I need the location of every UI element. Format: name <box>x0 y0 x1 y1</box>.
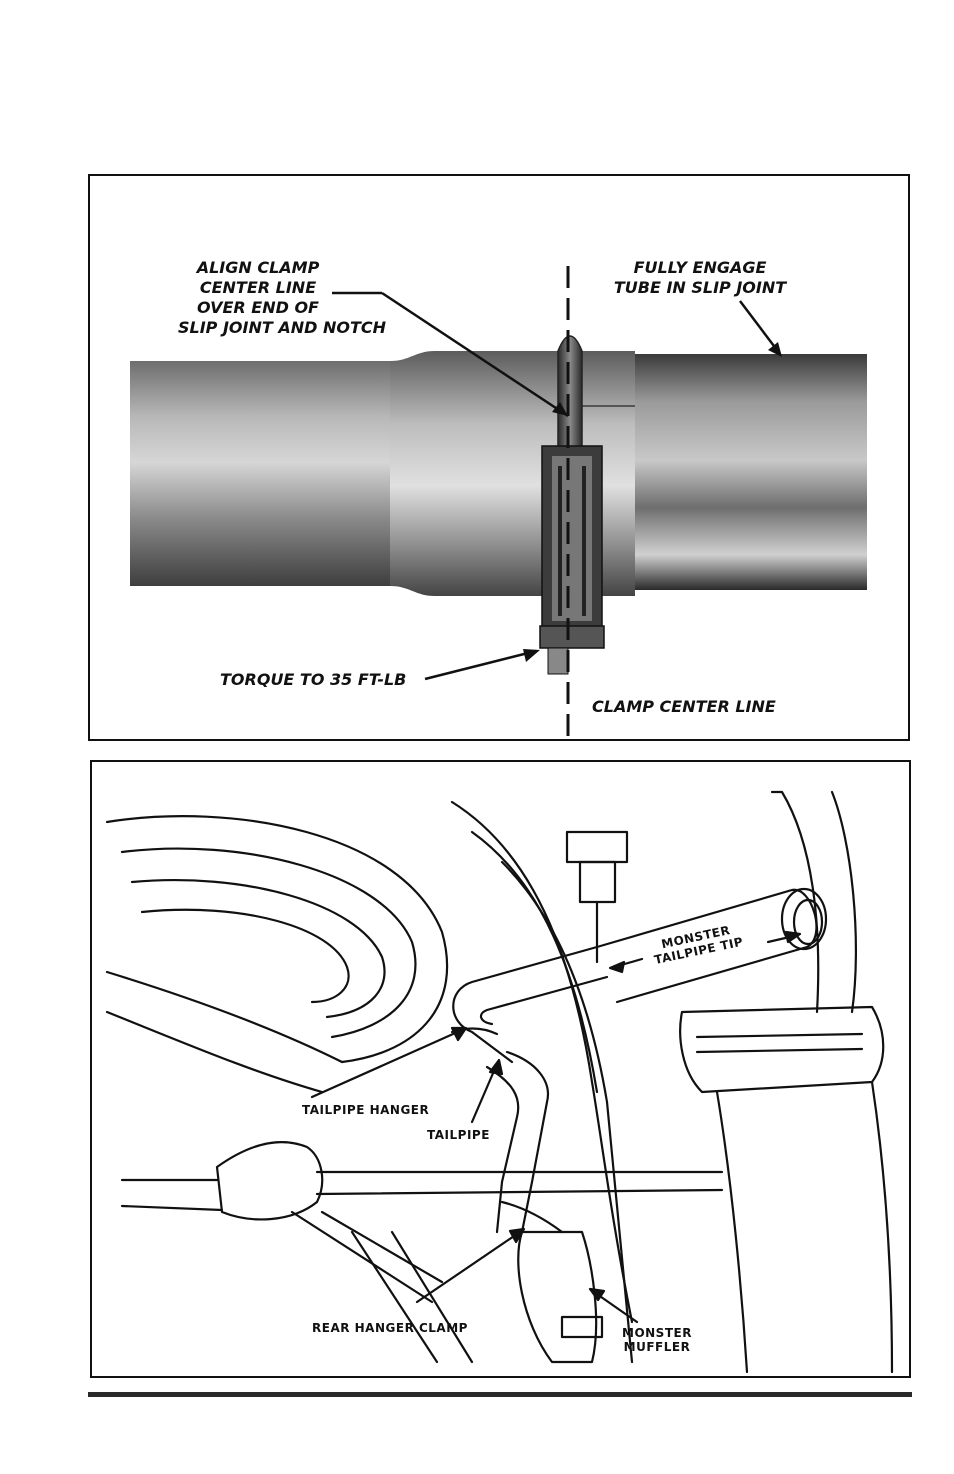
exhaust-line-drawing <box>92 762 911 1378</box>
exhaust-diagram-panel: MONSTER TAILPIPE TIP TAILPIPE HANGER TAI… <box>90 760 911 1378</box>
clamp-photo-panel: ALIGN CLAMP CENTER LINE OVER END OF SLIP… <box>88 174 910 741</box>
footer-rule <box>88 1392 912 1397</box>
torque-label: TORQUE TO 35 FT-LB <box>220 670 406 690</box>
tailpipe-hanger-label: TAILPIPE HANGER <box>302 1103 429 1117</box>
monster-muffler-label: MONSTER MUFFLER <box>622 1326 692 1354</box>
clamp-center-line-label: CLAMP CENTER LINE <box>592 697 776 717</box>
tailpipe-label: TAILPIPE <box>427 1128 490 1142</box>
rear-hanger-clamp-label: REAR HANGER CLAMP <box>312 1321 468 1335</box>
align-clamp-label: ALIGN CLAMP CENTER LINE OVER END OF SLIP… <box>178 258 338 338</box>
fully-engage-label: FULLY ENGAGE TUBE IN SLIP JOINT <box>595 258 805 298</box>
